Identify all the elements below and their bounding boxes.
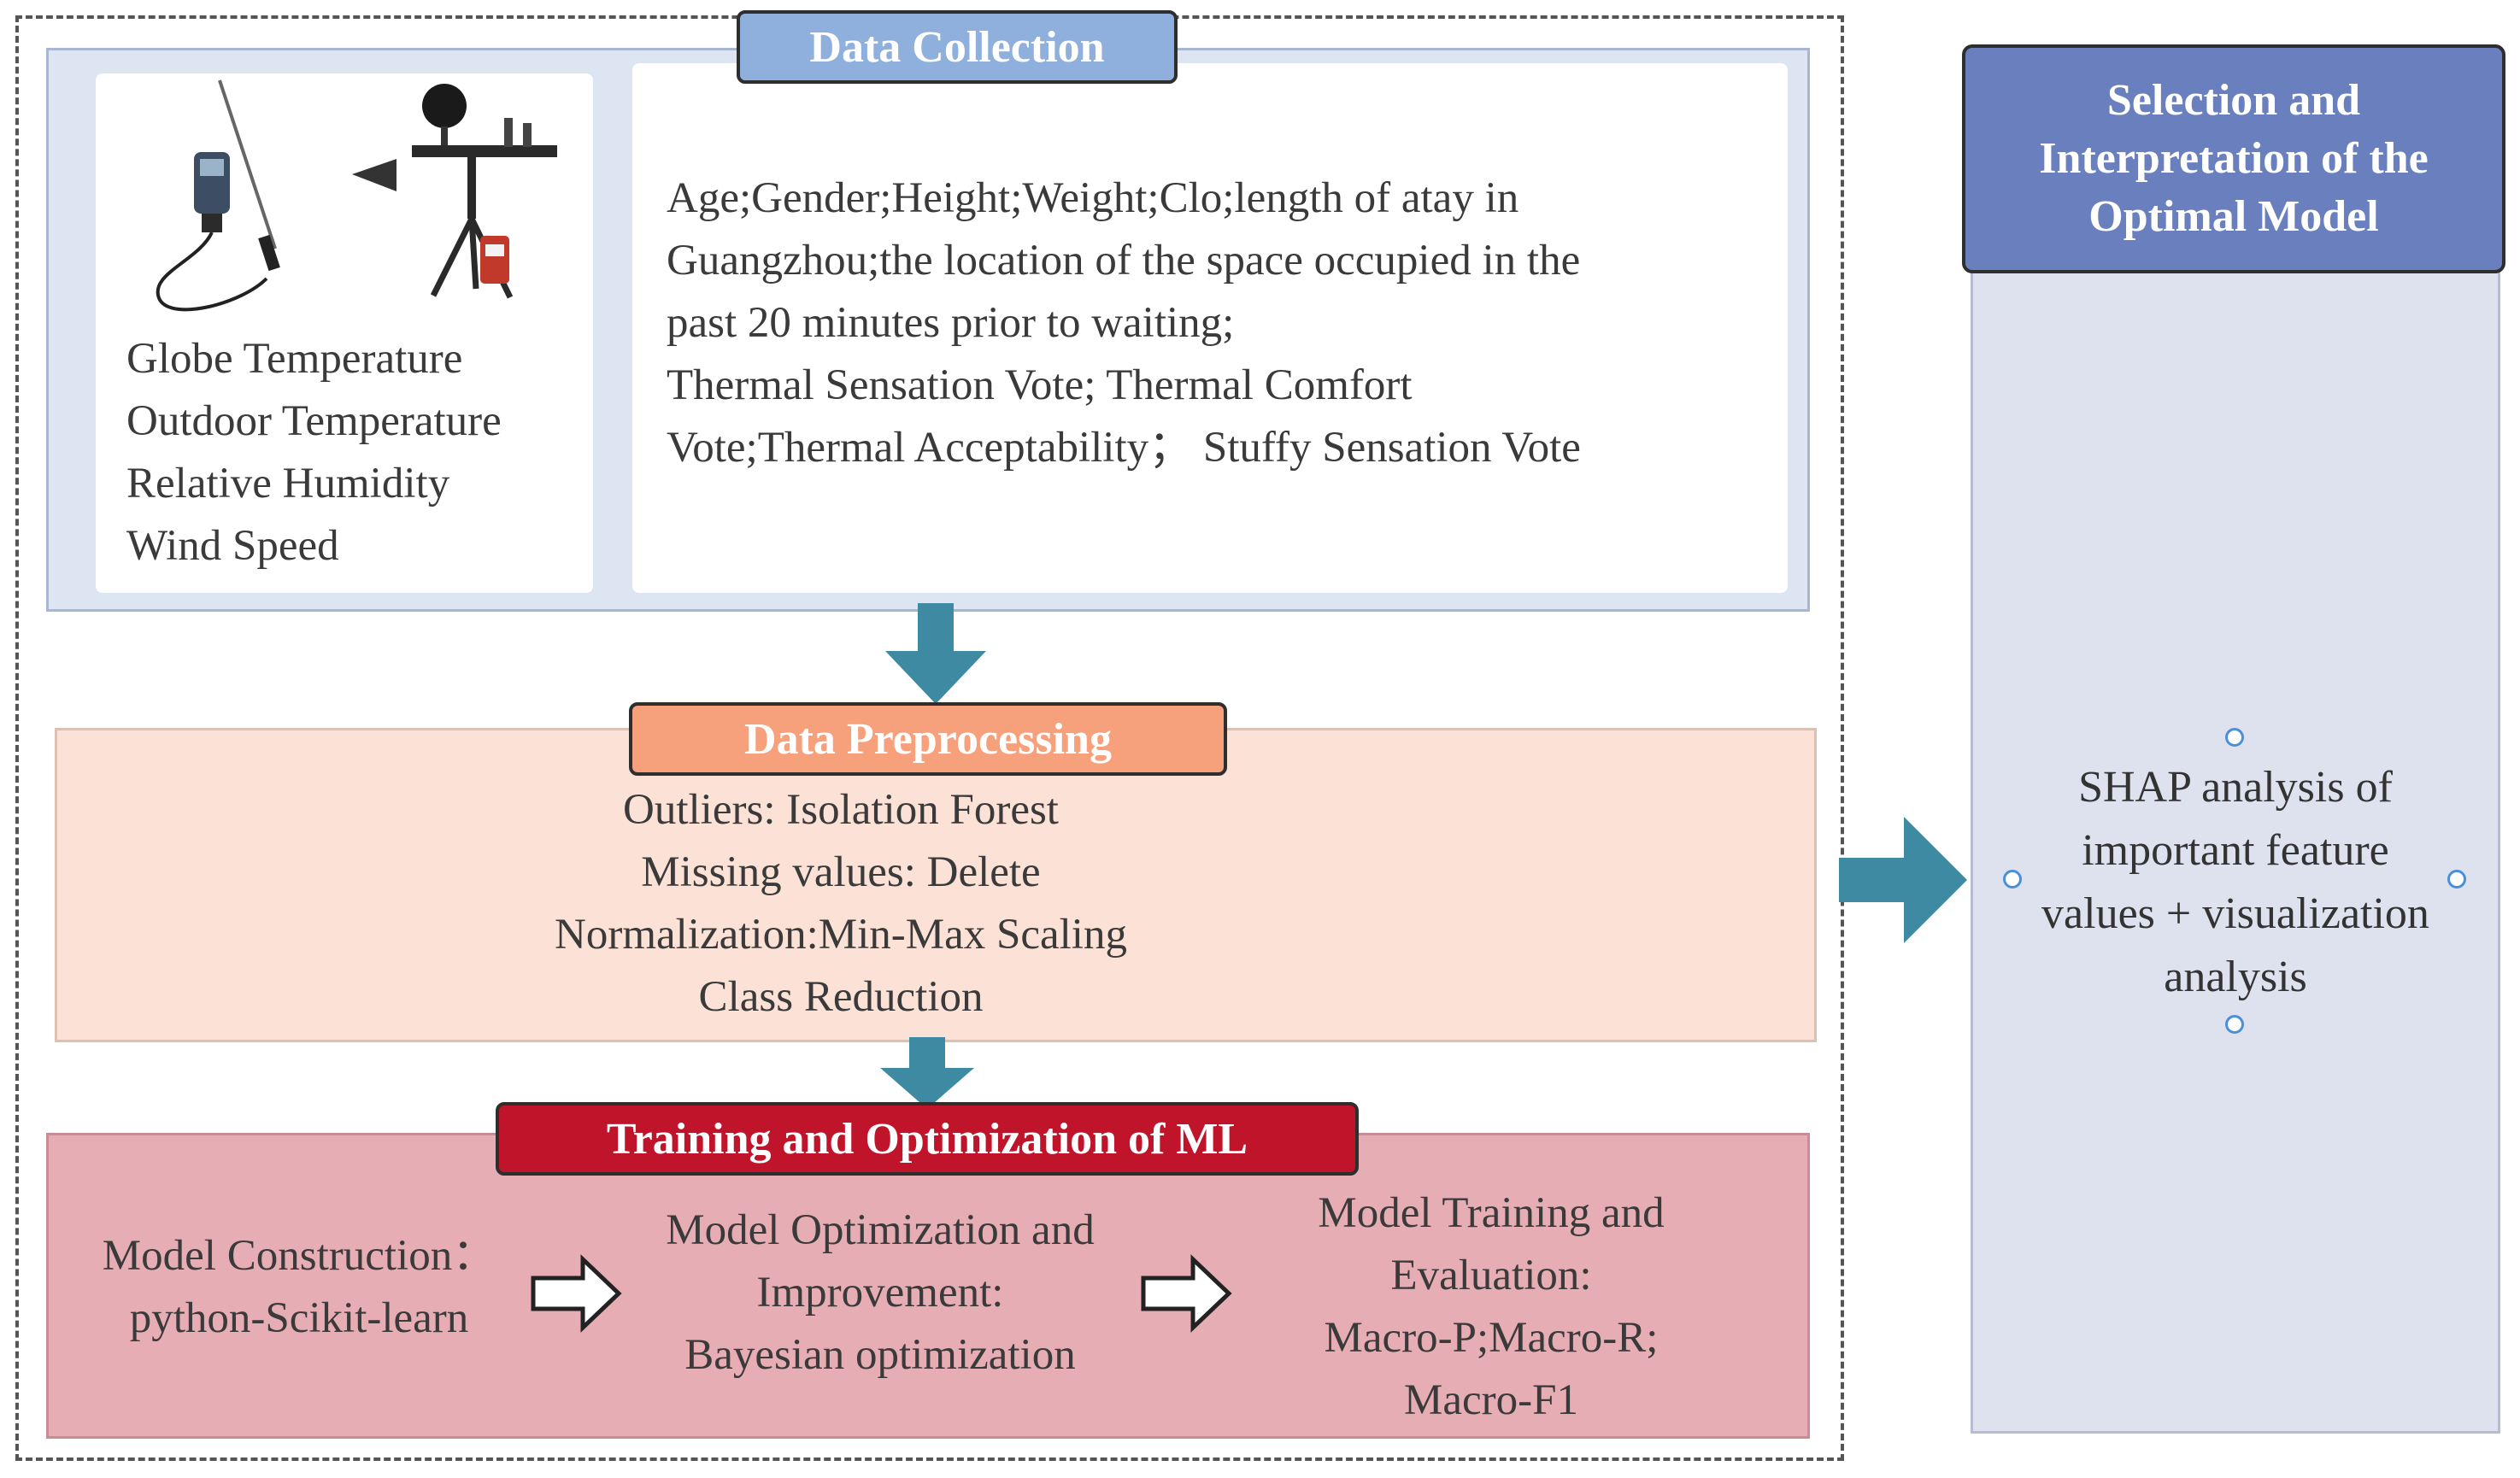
model-construction-line: python-Scikit-learn [129,1294,469,1342]
model-optimization-line: Model Optimization and [666,1206,1095,1254]
variables-line: Thermal Sensation Vote; Thermal Comfort [667,361,1413,409]
selection-title: Selection and Interpretation of the Opti… [1962,44,2505,273]
preprocessing-step: Missing values: Delete [641,848,1041,896]
sensor-item: Wind Speed [126,522,339,570]
model-evaluation-line: Macro-F1 [1404,1376,1578,1424]
data-collection-title: Data Collection [737,10,1178,84]
shap-description: SHAP analysis of important feature value… [2005,756,2466,1009]
right-arrow-icon [1839,817,1967,943]
down-arrow-icon [885,603,986,704]
model-optimization-line: Improvement: [756,1269,1004,1317]
model-optimization-line: Bayesian optimization [684,1331,1076,1379]
training-title: Training and Optimization of ML [496,1102,1359,1176]
measurement-instruments-icon [156,79,557,312]
shap-description-line: SHAP analysis of [2078,763,2393,812]
model-optimization: Model Optimization and Improvement: Baye… [598,1199,1162,1387]
model-construction: Model Construction： python-Scikit-learn [60,1225,538,1350]
preprocessing-step: Normalization:Min-Max Scaling [555,911,1127,959]
variables-line: Guangzhou;the location of the space occu… [667,237,1581,284]
sensor-item: Globe Temperature [126,335,463,383]
resize-handle-right[interactable] [2447,870,2466,889]
preprocessing-steps: Outliers: Isolation Forest Missing value… [397,779,1285,1029]
model-evaluation-line: Model Training and [1318,1189,1665,1237]
sensor-card [96,73,593,593]
sensor-item: Relative Humidity [126,460,450,507]
resize-handle-left[interactable] [2003,870,2022,889]
down-arrow-icon [880,1037,974,1109]
resize-handle-bottom[interactable] [2225,1015,2244,1034]
model-evaluation-line: Evaluation: [1390,1252,1592,1299]
selection-title-line: Selection and [2106,76,2361,125]
preprocessing-panel [55,728,1817,1042]
preprocessing-step: Class Reduction [698,973,984,1021]
collected-variables: Age;Gender;Height;Weight;Clo;length of a… [667,167,1777,479]
shap-description-line: analysis [2164,953,2307,1001]
variables-card [632,63,1788,593]
variables-line: Vote;Thermal Acceptability； Stuffy Sensa… [667,424,1581,472]
right-arrow-icon [531,1254,622,1333]
shap-description-line: important feature [2082,826,2389,875]
variables-line: Age;Gender;Height;Weight;Clo;length of a… [667,174,1519,222]
model-evaluation: Model Training and Evaluation: Macro-P;M… [1248,1182,1735,1432]
preprocessing-title: Data Preprocessing [629,702,1227,776]
selection-title-line: Interpretation of the [2039,134,2429,183]
right-arrow-icon [1141,1254,1232,1333]
preprocessing-step: Outliers: Isolation Forest [623,786,1059,834]
sensor-item: Outdoor Temperature [126,397,502,445]
shap-description-line: values + visualization [2041,889,2429,938]
model-evaluation-line: Macro-P;Macro-R; [1324,1314,1659,1362]
selection-title-line: Optimal Model [2088,192,2379,241]
sensor-list: Globe Temperature Outdoor Temperature Re… [126,328,588,578]
variables-line: past 20 minutes prior to waiting; [667,299,1235,347]
resize-handle-top[interactable] [2225,728,2244,747]
model-construction-line: Model Construction： [102,1232,496,1280]
